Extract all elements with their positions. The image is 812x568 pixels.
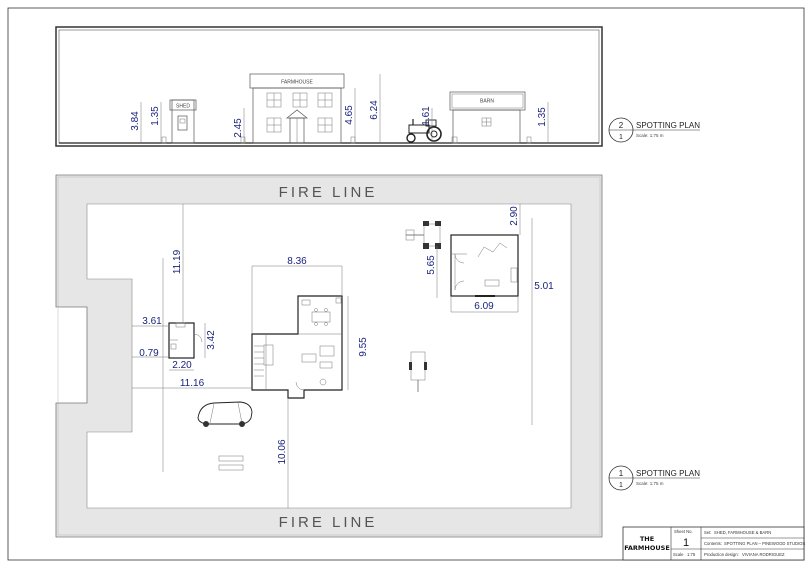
- dim-farmhouse-eave: 4.65: [344, 105, 355, 125]
- title-block: THE FARMHOUSE Sheet No. 1 Scale 1:75 Set…: [622, 526, 805, 561]
- callout-spotting-plan-2: 2 1 SPOTTING PLAN Scale: 1:75 m: [608, 117, 700, 143]
- callout-2-number: 2: [619, 121, 624, 130]
- dim-11-16: 11.16: [180, 378, 205, 389]
- car-plan: [197, 401, 253, 427]
- dim-barn-side: 1.35: [537, 107, 548, 127]
- dim-0-79: 0.79: [139, 348, 159, 359]
- dim-8-36: 8.36: [287, 256, 307, 267]
- fire-line-label-top: FIRE LINE: [279, 184, 378, 201]
- callout-1-scale: Scale: 1:75 m: [636, 481, 664, 486]
- spotting-plan-view: FIRE LINE FIRE LINE: [55, 174, 603, 538]
- dim-shed-total: 3.84: [130, 111, 141, 131]
- elevation-view: SHED FARMHOUSE: [55, 26, 603, 147]
- production-value: VIVIANA RODRIGUEZ: [742, 552, 785, 557]
- scale-label: Scale: [673, 552, 684, 557]
- dim-5-65: 5.65: [426, 255, 437, 275]
- dim-3-42: 3.42: [206, 330, 217, 350]
- callout-2-title: SPOTTING PLAN: [636, 121, 700, 130]
- contents-label: Contents:: [704, 541, 722, 546]
- dim-farmhouse-ground: 2.45: [233, 118, 244, 138]
- barn-plan: [450, 234, 519, 297]
- production-label: Production design:: [704, 552, 739, 557]
- sheet-no-value: 1: [683, 537, 689, 549]
- set-value: SHED, FARMHOUSE & BARN: [714, 530, 771, 535]
- shed-elevation: SHED: [169, 99, 197, 144]
- callout-spotting-plan-1: 1 1 SPOTTING PLAN Scale: 1:75 m: [608, 465, 700, 491]
- dim-tractor: 1.61: [421, 106, 432, 126]
- farmhouse-elevation: FARMHOUSE: [249, 73, 345, 144]
- callout-1-sheet: 1: [619, 482, 623, 489]
- callout-1-number: 1: [619, 469, 624, 478]
- contents-value: SPOTTING PLAN – PINEWOOD STUDIOS: [724, 541, 805, 546]
- trailer-plan: [409, 351, 427, 392]
- shed-label: SHED: [176, 104, 190, 110]
- sheet-border: [7, 7, 805, 561]
- tractor-elevation: [406, 119, 442, 143]
- bench-plan: [218, 455, 244, 471]
- fire-line-label-bottom: FIRE LINE: [279, 514, 378, 531]
- dim-10-06: 10.06: [277, 439, 288, 464]
- logo-line-2: FARMHOUSE: [624, 544, 670, 552]
- dim-shed-body: 1.35: [150, 106, 161, 126]
- logo-line-1: THE: [640, 535, 654, 543]
- dim-3-61: 3.61: [142, 316, 162, 327]
- barn-elevation: BARN: [449, 91, 526, 144]
- scale-value: 1:75: [687, 552, 696, 557]
- callout-2-scale: Scale: 1:75 m: [636, 133, 664, 138]
- callout-1-title: SPOTTING PLAN: [636, 469, 700, 478]
- elevation-frame: [55, 26, 603, 147]
- callout-2-sheet: 1: [619, 134, 623, 141]
- farmhouse-label: FARMHOUSE: [281, 80, 313, 86]
- tractor-plan: [405, 221, 441, 249]
- dim-11-19: 11.19: [172, 249, 183, 274]
- set-label: Set:: [704, 530, 711, 535]
- dim-6-09: 6.09: [474, 301, 494, 312]
- dim-farmhouse-ridge: 6.24: [369, 100, 380, 120]
- dim-5-01: 5.01: [534, 281, 554, 292]
- sheet-no-label: Sheet No.: [674, 529, 693, 534]
- dim-2-20: 2.20: [172, 360, 192, 371]
- shed-plan: [168, 322, 203, 359]
- dim-9-55: 9.55: [358, 337, 369, 357]
- barn-label: BARN: [480, 99, 494, 105]
- dim-2-90: 2.90: [509, 206, 520, 226]
